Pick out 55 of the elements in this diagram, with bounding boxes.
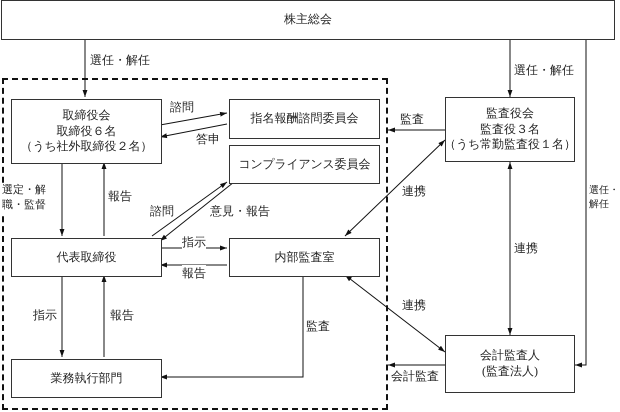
edge-label: 会計監査 — [391, 368, 439, 384]
arrow — [102, 274, 106, 358]
org-box — [229, 145, 380, 184]
box-text: （うち社外取締役２名） — [20, 139, 152, 155]
edge-label: 監査 — [306, 318, 330, 334]
box-text: （うち常勤監査役１名） — [444, 137, 576, 153]
edge-label: 連携 — [402, 183, 426, 200]
org-box — [1, 0, 615, 40]
edge-label: 監査 — [400, 111, 424, 128]
arrow — [160, 182, 234, 242]
arrow — [508, 40, 512, 98]
box-title: 代表取締役 — [56, 250, 116, 266]
box-title: 業務執行部門 — [50, 370, 122, 386]
edge-label: 選任・解任 — [90, 52, 150, 68]
arrow — [152, 182, 228, 236]
arrow — [508, 162, 512, 336]
box-title: 内部監査室 — [274, 250, 334, 266]
org-box — [11, 359, 162, 398]
box-title: 取締役会 — [62, 108, 110, 124]
box-title: 指名報酬諮問委員会 — [250, 111, 358, 127]
box-text: (監査法人) — [482, 364, 538, 380]
edge-label: 意見・報告 — [210, 203, 270, 220]
arrow — [574, 40, 586, 368]
edge-label: 答申 — [196, 131, 220, 148]
edge-label: 指示 — [33, 307, 57, 324]
arrow — [60, 162, 64, 236]
arrow — [344, 140, 446, 236]
edge-label: 連携 — [514, 240, 538, 256]
arrow — [60, 274, 64, 358]
edge-label: 諮問 — [150, 203, 174, 220]
edge-label: 指示 — [182, 234, 206, 250]
edge-label: 連携 — [402, 297, 426, 314]
box-text: 取締役６名 — [56, 124, 116, 140]
arrow — [388, 362, 446, 368]
box-text: 監査役３名 — [480, 122, 540, 138]
edge-label: 選任・解任 — [514, 62, 574, 78]
box-title: 株主総会 — [284, 12, 332, 28]
org-box — [229, 238, 380, 277]
edge-label: 諮問 — [170, 99, 194, 116]
edge-label: 報告 — [110, 307, 134, 324]
arrow — [344, 274, 446, 352]
box-title: 監査役会 — [486, 106, 534, 122]
arrow — [82, 40, 88, 98]
box-title: コンプライアンス委員会 — [238, 156, 370, 172]
dashed-group-box — [2, 78, 388, 410]
arrow — [102, 162, 106, 236]
edge-label: 報告 — [182, 265, 206, 282]
edge-label: 報告 — [108, 188, 132, 204]
org-box — [445, 97, 575, 162]
box-title: 会計監査人 — [480, 348, 540, 364]
org-box — [229, 99, 380, 139]
org-box — [445, 335, 575, 393]
arrow — [388, 128, 446, 132]
org-box — [11, 99, 162, 164]
org-box — [11, 238, 162, 277]
